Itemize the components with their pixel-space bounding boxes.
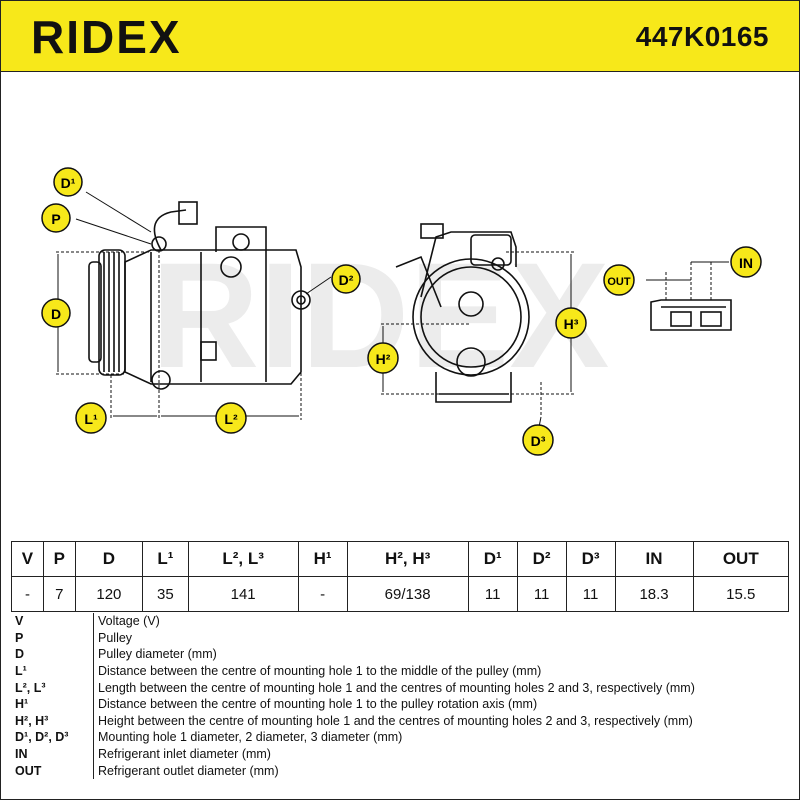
- svg-text:L¹: L¹: [84, 411, 98, 427]
- callout-p: P: [41, 203, 71, 233]
- svg-text:H²: H²: [376, 351, 391, 367]
- legend-key: P: [11, 629, 94, 647]
- callout-in: IN: [730, 246, 762, 278]
- specs-value-cell: -: [11, 576, 44, 612]
- specs-value-cell: 7: [42, 576, 76, 612]
- specs-header-cell: OUT: [692, 541, 790, 577]
- specs-header-cell: D²: [516, 541, 567, 577]
- legend-key: D: [11, 646, 94, 663]
- specs-value-cell: -: [297, 576, 348, 612]
- legend-key: L², L³: [11, 679, 94, 696]
- svg-text:D²: D²: [339, 272, 354, 288]
- specs-value-cell: 11: [565, 576, 616, 612]
- callout-out: OUT: [603, 264, 635, 296]
- svg-text:L²: L²: [224, 411, 238, 427]
- legend-description: Mounting hole 1 diameter, 2 diameter, 3 …: [98, 730, 403, 745]
- port-flange: [650, 299, 732, 331]
- dimension-callouts: D¹ P D D² L¹ L²: [41, 167, 762, 456]
- legend-row: L², L³ Length between the centre of mount…: [11, 679, 789, 696]
- legend-row: OUT Refrigerant outlet diameter (mm): [11, 762, 789, 779]
- svg-text:D³: D³: [531, 433, 546, 449]
- legend-key: H¹: [11, 695, 94, 713]
- specs-header-cell: D: [74, 541, 144, 577]
- electrical-connector: [178, 201, 198, 225]
- watermark-logo: RIDEX: [151, 231, 609, 399]
- legend-row: P Pulley: [11, 629, 789, 647]
- ridex-logo: RIDEX: [31, 11, 182, 61]
- legend-row: L¹ Distance between the centre of mountin…: [11, 662, 789, 680]
- legend-key: V: [11, 613, 94, 630]
- header-bar: RIDEX 447K0165: [1, 1, 799, 72]
- pulley: [98, 249, 126, 376]
- legend-row: IN Refrigerant inlet diameter (mm): [11, 745, 789, 763]
- specs-value-cell: 11: [467, 576, 518, 612]
- legend-description: Refrigerant inlet diameter (mm): [98, 747, 271, 762]
- legend-description: Voltage (V): [98, 614, 160, 629]
- compressor-body: [124, 249, 302, 385]
- specs-value-cell: 69/138: [346, 576, 469, 612]
- callout-l2: L²: [215, 402, 247, 434]
- dimension-lines-right: [646, 261, 729, 300]
- legend-key: D¹, D², D³: [11, 729, 94, 746]
- specs-header-cell: D³: [565, 541, 616, 577]
- legend-table: V Voltage (V) P Pulley D Pulley diameter (m…: [11, 613, 789, 779]
- svg-text:D: D: [51, 306, 61, 322]
- svg-text:D¹: D¹: [61, 175, 76, 191]
- svg-text:P: P: [51, 211, 60, 227]
- callout-l1: L¹: [75, 402, 107, 434]
- specs-header-cell: IN: [614, 541, 694, 577]
- legend-key: OUT: [11, 762, 94, 779]
- legend-description: Distance between the centre of mounting …: [98, 697, 538, 712]
- port-flange-view: [650, 299, 732, 331]
- part-number: 447K0165: [635, 21, 769, 52]
- specs-header-cell: P: [42, 541, 76, 577]
- legend-key: IN: [11, 745, 94, 763]
- callout-d1: D¹: [53, 167, 83, 197]
- compressor-side-view: [88, 201, 311, 390]
- specs-header-cell: H¹: [297, 541, 348, 577]
- legend-description: Refrigerant outlet diameter (mm): [98, 763, 279, 778]
- legend-row: H², H³ Height between the centre of mount…: [11, 712, 789, 730]
- legend-row: D¹, D², D³ Mounting hole 1 diameter, 2 di…: [11, 729, 789, 746]
- specs-value-cell: 35: [142, 576, 189, 612]
- specs-value-cell: 120: [74, 576, 144, 612]
- logo-text: RIDEX: [31, 11, 182, 61]
- callout-h3: H³: [555, 307, 587, 339]
- legend-row: D Pulley diameter (mm): [11, 646, 789, 663]
- legend-key: H², H³: [11, 712, 94, 730]
- specs-header-cell: D¹: [467, 541, 518, 577]
- svg-text:H³: H³: [564, 316, 579, 332]
- specs-value-cell: 11: [516, 576, 567, 612]
- callout-d3: D³: [522, 424, 554, 456]
- svg-text:IN: IN: [739, 255, 753, 271]
- legend-row: V Voltage (V): [11, 613, 789, 630]
- legend-description: Height between the centre of mounting ho…: [98, 713, 693, 728]
- specs-value-row: - 7 120 35 141 - 69/138 11 11 11 18.3 15…: [11, 576, 790, 612]
- legend-description: Pulley: [98, 630, 133, 645]
- callout-h2: H²: [367, 342, 399, 374]
- specs-value-cell: 15.5: [692, 576, 790, 612]
- dimension-lines-middle: [381, 251, 576, 428]
- legend-description: Distance between the centre of mounting …: [98, 664, 542, 679]
- specs-value-cell: 141: [187, 576, 299, 612]
- specs-header-cell: L¹: [142, 541, 189, 577]
- legend-key: L¹: [11, 662, 94, 680]
- specs-header-row: V P D L¹ L², L³ H¹ H², H³ D¹ D² D³ IN OU…: [11, 541, 790, 577]
- compressor-technical-drawing: RIDEX: [41, 167, 762, 456]
- specs-table: V P D L¹ L², L³ H¹ H², H³ D¹ D² D³ IN OU…: [11, 541, 790, 612]
- legend-description: Length between the centre of mounting ho…: [98, 680, 695, 695]
- legend-row: H¹ Distance between the centre of mountin…: [11, 695, 789, 713]
- specs-value-cell: 18.3: [614, 576, 694, 612]
- dimension-lines-left: [56, 191, 332, 420]
- specs-header-cell: V: [11, 541, 44, 577]
- callout-d2: D²: [331, 264, 361, 294]
- legend-description: Pulley diameter (mm): [98, 647, 217, 662]
- callout-d: D: [41, 298, 71, 328]
- specs-header-cell: H², H³: [346, 541, 469, 577]
- compressor-front-view: [395, 223, 530, 403]
- svg-text:OUT: OUT: [607, 276, 631, 288]
- specs-header-cell: L², L³: [187, 541, 299, 577]
